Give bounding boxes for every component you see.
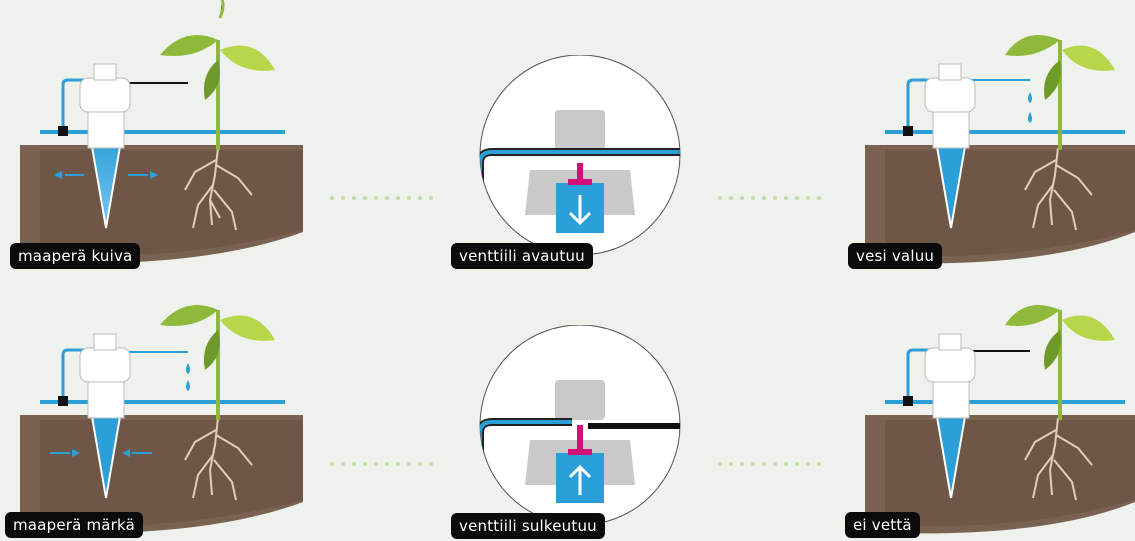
label-dry-soil: maaperä kuiva: [10, 243, 141, 269]
label-valve-closes: venttiili sulkeutuu: [451, 513, 605, 539]
scene-dry-soil: [0, 0, 310, 270]
label-no-water: ei vettä: [845, 512, 920, 538]
scene-wet-soil: [0, 270, 310, 541]
connector-dots: [330, 462, 433, 466]
label-valve-opens: venttiili avautuu: [451, 243, 593, 269]
connector-dots: [718, 462, 821, 466]
valve-open-detail: [460, 55, 700, 270]
label-water-flows: vesi valuu: [848, 243, 943, 269]
connector-dots: [718, 196, 821, 200]
scene-no-water: [840, 270, 1135, 541]
scene-water-flows: [840, 0, 1135, 270]
root-system: [184, 147, 253, 231]
valve-close-detail: [460, 325, 700, 541]
label-wet-soil: maaperä märkä: [5, 512, 144, 538]
connector-dots: [330, 196, 433, 200]
